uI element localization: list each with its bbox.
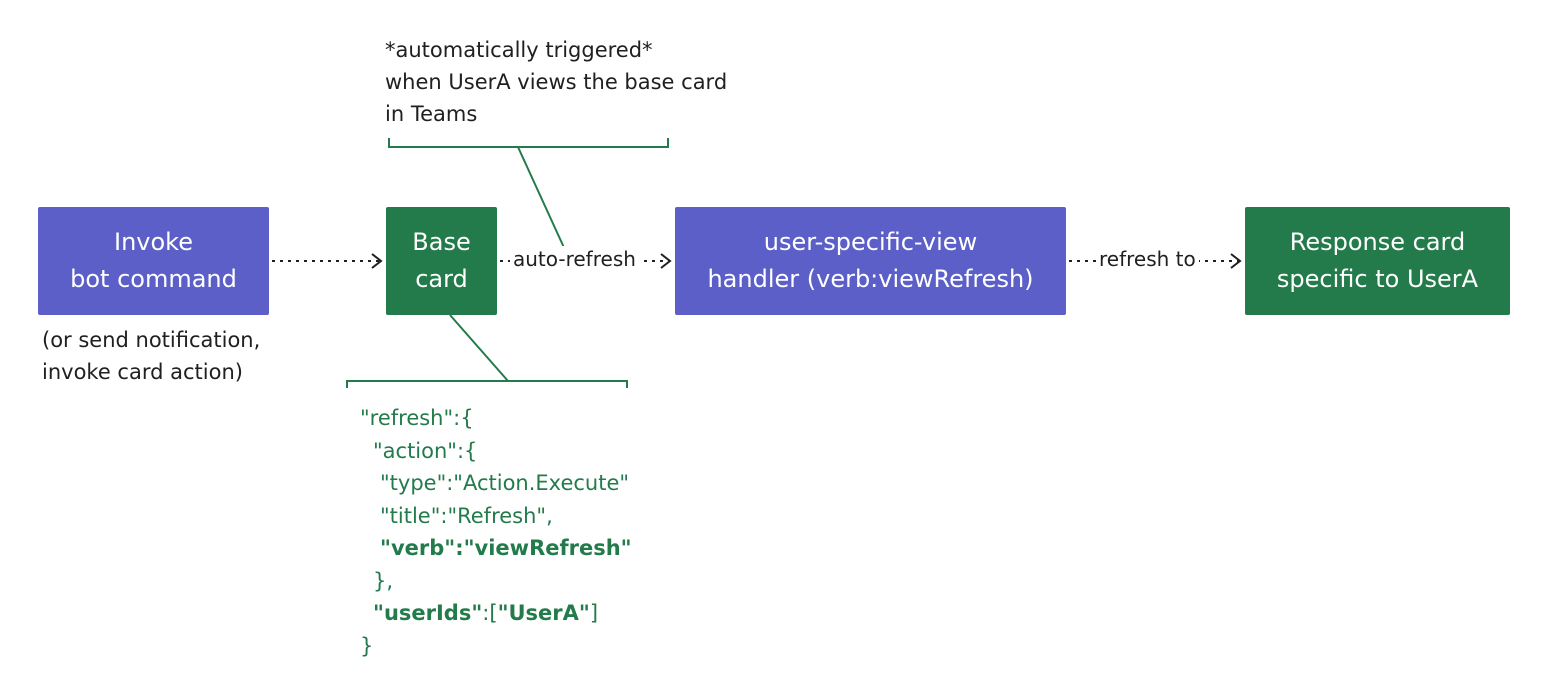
- bottom-bracket: [346, 380, 628, 388]
- code-line-1: "refresh":{: [360, 406, 474, 430]
- handler-label: user-specific-view handler (verb:viewRef…: [707, 228, 1034, 293]
- invoke-bot-command-label: Invoke bot command: [70, 228, 237, 293]
- code-line-3: "type":"Action.Execute": [380, 471, 630, 495]
- top-bracket-connector: [517, 146, 567, 253]
- handler-box: user-specific-view handler (verb:viewRef…: [675, 207, 1066, 315]
- base-card-label: Base card: [412, 228, 471, 293]
- refresh-to-edge-label: refresh to: [1096, 246, 1199, 272]
- arrowhead-invoke-to-base: [371, 253, 383, 269]
- code-line-8: }: [360, 633, 374, 658]
- bottom-bracket-connector: [449, 314, 509, 382]
- code-line-2: "action":{: [373, 438, 478, 463]
- response-card-box: Response card specific to UserA: [1245, 207, 1510, 315]
- code-line-4: "title":"Refresh",: [380, 503, 553, 528]
- arrowhead-base-to-handler: [660, 253, 672, 269]
- invoke-alternative-note: (or send notification, invoke card actio…: [42, 328, 261, 384]
- response-card-label: Response card specific to UserA: [1276, 228, 1479, 293]
- arrowhead-handler-to-response: [1230, 253, 1242, 269]
- trigger-note: *automatically triggered* when UserA vie…: [385, 38, 728, 126]
- code-line-7: "userIds":["UserA"]: [373, 601, 599, 625]
- base-card-box: Base card: [386, 207, 497, 315]
- code-line-6: },: [373, 568, 394, 593]
- refresh-json-snippet: "refresh":{ "action":{ "type":"Action.Ex…: [360, 402, 632, 662]
- auto-refresh-edge-label: auto-refresh: [510, 246, 639, 272]
- code-line-5: "verb":"viewRefresh": [380, 536, 632, 560]
- invoke-bot-command-box: Invoke bot command: [38, 207, 269, 315]
- top-bracket: [388, 138, 669, 148]
